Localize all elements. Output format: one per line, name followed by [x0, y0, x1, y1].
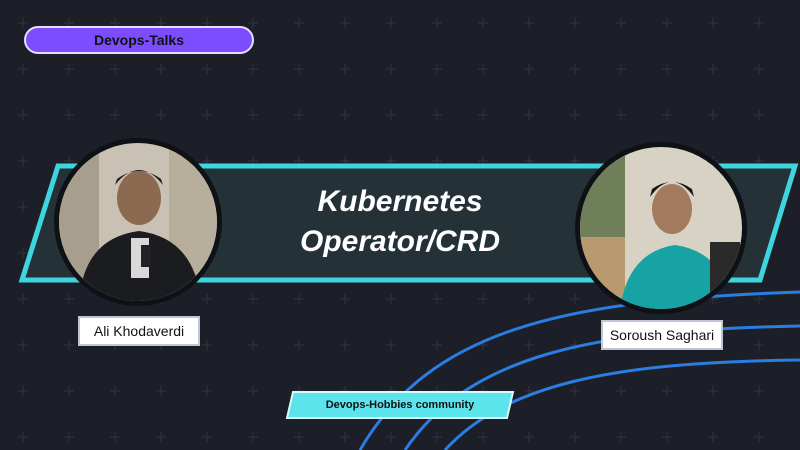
community-tag: Devops-Hobbies community [285, 390, 515, 420]
talk-title: Kubernetes Operator/CRD [230, 182, 570, 262]
community-tag-shape [285, 391, 515, 419]
speaker-1-avatar [54, 138, 222, 306]
speaker-2-name-box: Soroush Saghari [601, 320, 723, 350]
person-photo-icon [580, 147, 742, 309]
speaker-2-name: Soroush Saghari [609, 327, 715, 343]
speaker-1-name-box: Ali Khodaverdi [78, 316, 200, 346]
person-photo-icon [59, 143, 217, 301]
talk-title-line2: Operator/CRD [299, 225, 501, 258]
speaker-1-name: Ali Khodaverdi [93, 323, 185, 339]
speaker-2-avatar [575, 142, 747, 314]
event-pill-label: Devops-Talks [94, 32, 184, 48]
event-pill: Devops-Talks [24, 26, 254, 54]
community-label: Devops-Hobbies community [325, 399, 475, 411]
talk-title-line1: Kubernetes [317, 185, 483, 218]
